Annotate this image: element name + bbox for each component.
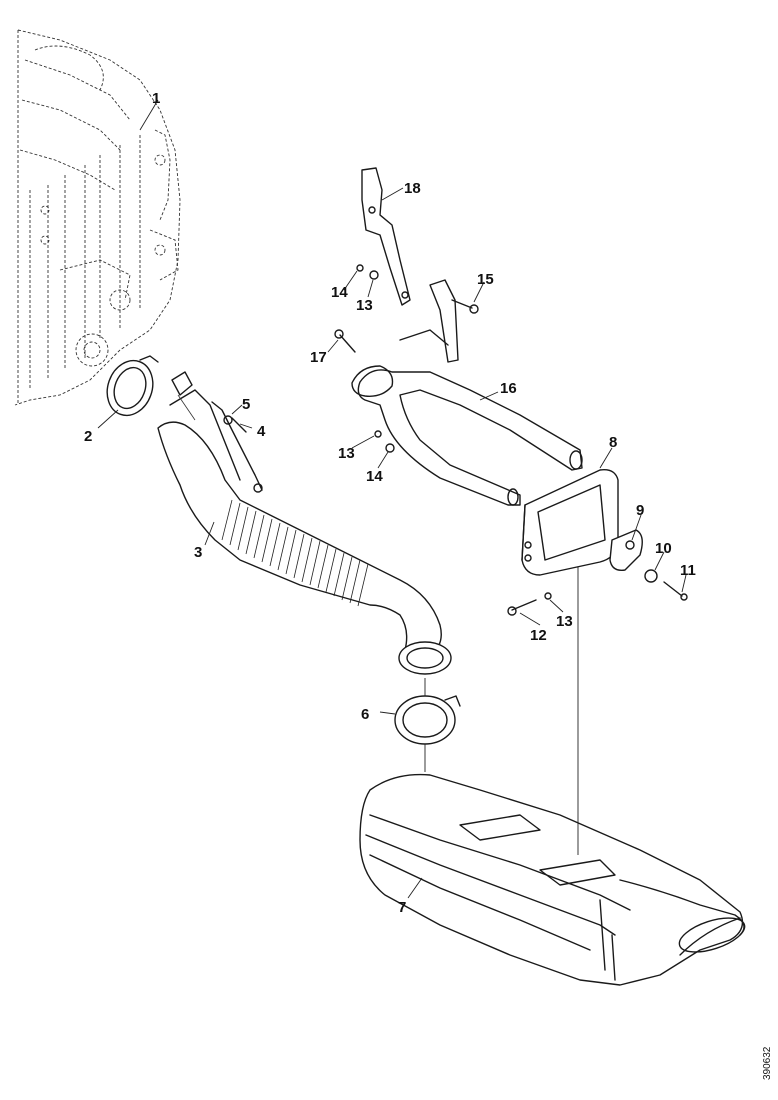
callout-5: 5 bbox=[242, 396, 250, 413]
callout-13-middle: 13 bbox=[338, 445, 355, 462]
washer-13-upper bbox=[369, 270, 379, 280]
clamp-2 bbox=[106, 355, 159, 417]
clamp-6 bbox=[394, 678, 461, 772]
nut-14-upper bbox=[356, 264, 364, 272]
callout-12: 12 bbox=[530, 627, 547, 644]
washer-13-lower bbox=[544, 592, 552, 600]
callout-13-upper: 13 bbox=[356, 297, 373, 314]
callout-4: 4 bbox=[257, 423, 266, 440]
bracket-4-5 bbox=[211, 401, 263, 493]
callout-2: 2 bbox=[84, 428, 92, 445]
washer-13-middle bbox=[374, 430, 382, 438]
exhaust-pipe-3 bbox=[157, 371, 452, 675]
bolt-12 bbox=[507, 599, 537, 616]
callout-9: 9 bbox=[636, 502, 644, 519]
callout-6: 6 bbox=[361, 706, 369, 723]
bolt-17 bbox=[334, 329, 356, 353]
silencer-7 bbox=[359, 773, 746, 986]
callout-1: 1 bbox=[152, 90, 160, 107]
engine-block bbox=[14, 29, 181, 406]
callout-10: 10 bbox=[655, 540, 672, 557]
bracket-8 bbox=[521, 469, 619, 576]
callout-17: 17 bbox=[310, 349, 327, 366]
callout-3: 3 bbox=[194, 544, 202, 561]
callout-14-upper: 14 bbox=[331, 284, 348, 301]
reference-number: 390632 bbox=[762, 1046, 773, 1080]
callout-14-middle: 14 bbox=[366, 468, 383, 485]
flex-corrugation bbox=[221, 499, 369, 607]
leader-lines bbox=[97, 99, 687, 899]
bracket-9 bbox=[609, 529, 643, 571]
bolt-15 bbox=[451, 299, 479, 314]
tail-pipe-16 bbox=[351, 365, 583, 506]
bolt-11 bbox=[663, 581, 688, 601]
nut-14-middle bbox=[385, 443, 395, 453]
callout-18: 18 bbox=[404, 180, 421, 197]
callout-13-lower: 13 bbox=[556, 613, 573, 630]
callout-11: 11 bbox=[680, 562, 696, 579]
nut-10 bbox=[644, 569, 658, 583]
callout-8: 8 bbox=[609, 434, 617, 451]
callout-16: 16 bbox=[500, 380, 517, 397]
hanger-18 bbox=[361, 167, 459, 363]
callout-15: 15 bbox=[477, 271, 494, 288]
callout-7: 7 bbox=[398, 899, 406, 916]
